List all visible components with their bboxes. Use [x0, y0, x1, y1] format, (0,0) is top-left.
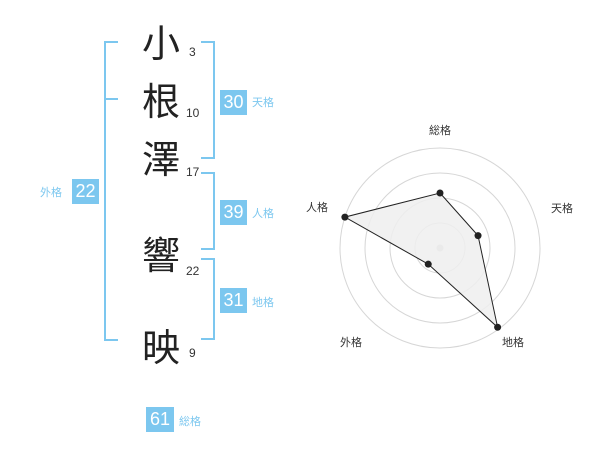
name-char-2: 根 — [141, 80, 180, 124]
stroke-count-5: 9 — [189, 346, 196, 360]
radar-data-point — [494, 323, 502, 331]
radar-axis-label: 天格 — [551, 201, 573, 215]
soukaku-label: 総格 — [179, 415, 201, 428]
radar-grid-ring — [339, 147, 541, 349]
radar-data-point — [474, 232, 482, 240]
gaikaku-value: 22 — [72, 179, 99, 204]
gaikaku-label: 外格 — [40, 186, 62, 199]
chikaku-bracket — [201, 258, 215, 340]
tenkaku-bracket — [201, 41, 215, 159]
name-char-1: 小 — [141, 22, 180, 66]
stroke-count-2: 10 — [186, 106, 200, 120]
stroke-count-3: 17 — [186, 165, 200, 179]
name-char-3: 澤 — [141, 138, 180, 182]
jinkaku-label: 人格 — [252, 207, 274, 220]
name-char-5: 映 — [141, 326, 180, 370]
chikaku-value: 31 — [220, 288, 247, 313]
name-char-4: 響 — [141, 234, 180, 278]
radar-grid-ring — [364, 172, 516, 324]
radar-axis-label: 地格 — [502, 335, 524, 349]
stroke-count-1: 3 — [189, 45, 196, 59]
radar-data-point — [424, 260, 432, 268]
gaikaku-bracket-mid-tick — [104, 98, 118, 100]
stroke-count-4: 22 — [186, 264, 200, 278]
radar-data-point — [341, 213, 349, 221]
jinkaku-bracket — [201, 172, 215, 250]
tenkaku-value: 30 — [220, 90, 247, 115]
radar-data-polygon — [343, 192, 499, 329]
radar-axis-label: 人格 — [306, 200, 328, 214]
radar-axis-label: 総格 — [429, 123, 451, 137]
chikaku-label: 地格 — [252, 296, 274, 309]
radar-data-point — [436, 189, 444, 197]
tenkaku-label: 天格 — [252, 96, 274, 109]
jinkaku-value: 39 — [220, 200, 247, 225]
soukaku-value: 61 — [146, 407, 174, 432]
gaikaku-bracket — [104, 41, 118, 341]
radar-axis-label: 外格 — [340, 335, 362, 349]
